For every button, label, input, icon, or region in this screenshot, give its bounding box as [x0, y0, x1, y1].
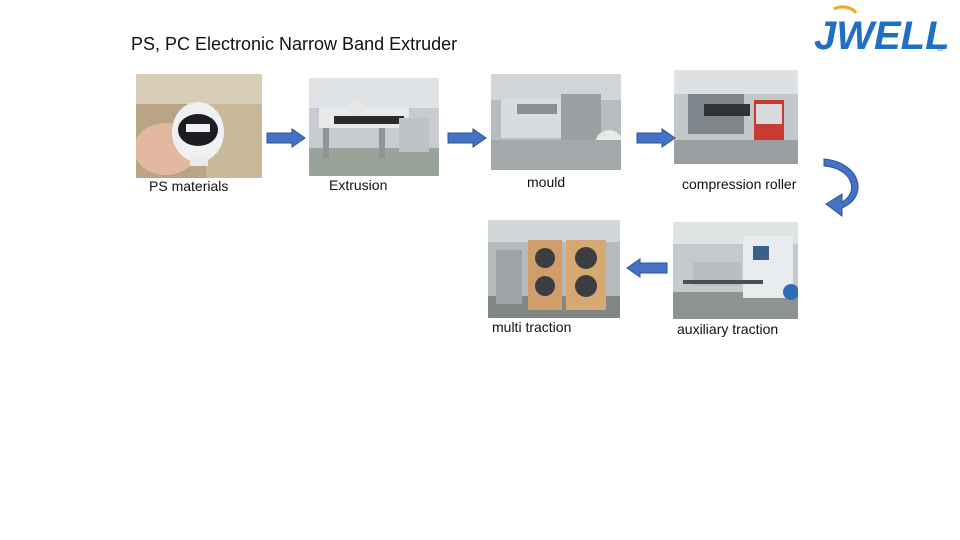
- compression-roller-photo: [674, 70, 798, 164]
- step-label-auxiliary-traction: auxiliary traction: [677, 321, 778, 337]
- step-label-extrusion: Extrusion: [329, 177, 387, 193]
- arrow-right-3: [636, 128, 676, 148]
- logo-registered-mark: ®: [937, 43, 944, 53]
- mould-photo: [491, 74, 621, 170]
- step-label-multi-traction: multi traction: [492, 319, 571, 335]
- arrow-left: [626, 258, 668, 278]
- auxiliary-traction-photo: [673, 222, 798, 319]
- arrow-right-1: [266, 128, 306, 148]
- slide-title: PS, PC Electronic Narrow Band Extruder: [131, 34, 457, 55]
- arrow-right-2: [447, 128, 487, 148]
- step-label-ps-materials: PS materials: [149, 178, 228, 194]
- extrusion-photo: [309, 78, 439, 176]
- curved-arrow-down: [820, 156, 868, 224]
- multi-traction-photo: [488, 220, 620, 318]
- step-label-compression-roller: compression roller: [682, 176, 796, 192]
- step-label-mould: mould: [527, 174, 565, 190]
- jwell-logo: JWELL ®: [812, 5, 952, 57]
- ps-materials-photo: [136, 74, 262, 178]
- logo-text: JWELL: [814, 14, 950, 57]
